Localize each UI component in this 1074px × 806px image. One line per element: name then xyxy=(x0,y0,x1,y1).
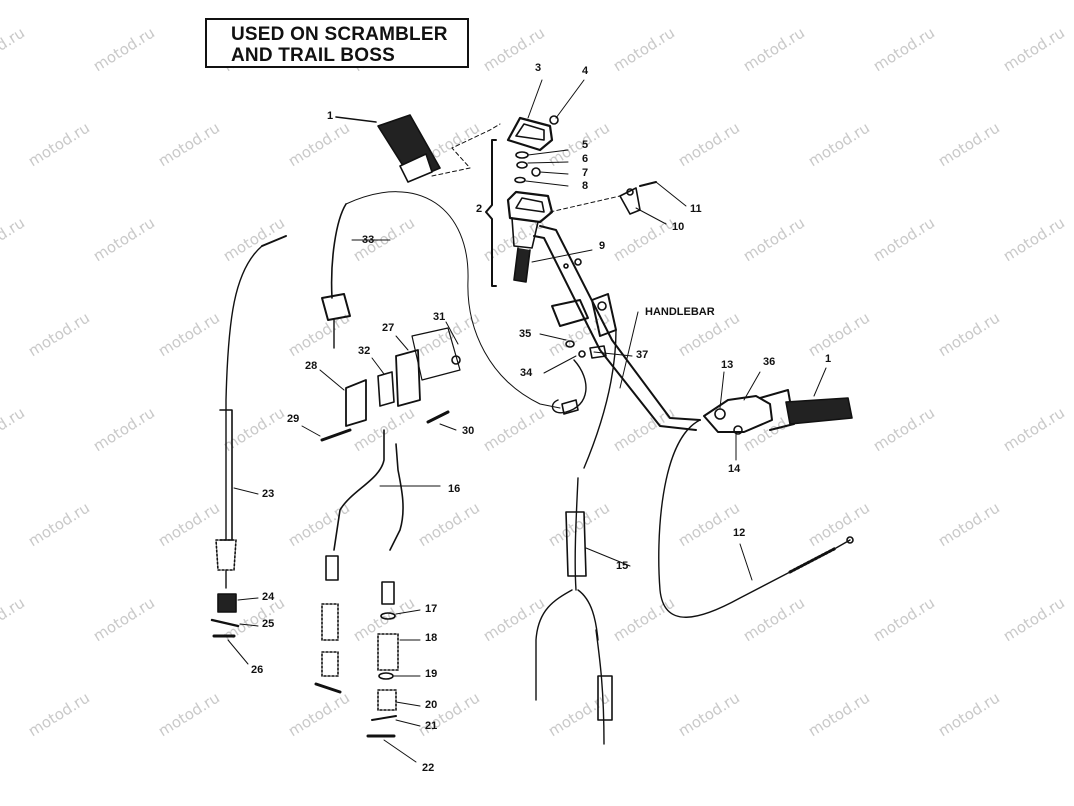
callout-29: 29 xyxy=(287,413,300,425)
callout-34: 34 xyxy=(520,367,533,379)
callout-28: 28 xyxy=(305,360,318,372)
switch-plate-parts xyxy=(319,357,395,427)
callout-16: 16 xyxy=(448,483,461,495)
switch-housing-upper-part xyxy=(506,79,585,152)
callout-14: 14 xyxy=(728,463,741,475)
callout-31: 31 xyxy=(433,311,446,323)
brake-cable-part xyxy=(535,329,631,745)
cable-23 xyxy=(215,235,287,589)
callout-21: 21 xyxy=(425,720,438,732)
callout-35: 35 xyxy=(519,328,532,340)
short-cable-34 xyxy=(551,359,587,414)
callout-17: 17 xyxy=(425,603,438,615)
callout-27: 27 xyxy=(382,322,395,334)
callout-23: 23 xyxy=(262,488,275,500)
callout-5: 5 xyxy=(582,139,589,151)
callout-22: 22 xyxy=(422,762,435,774)
callout-20: 20 xyxy=(425,699,438,711)
callout-1-right-grip: 1 xyxy=(825,353,832,365)
lever-bracket-parts xyxy=(549,181,687,225)
switch-housing-lower-part xyxy=(506,190,593,283)
title-line-2: AND TRAIL BOSS xyxy=(231,45,395,66)
handlebar-label: HANDLEBAR xyxy=(645,306,715,318)
callout-10: 10 xyxy=(672,221,685,233)
housing-plate-parts xyxy=(395,321,461,407)
title-line-1: USED ON SCRAMBLER xyxy=(231,24,448,45)
callout-12: 12 xyxy=(733,527,746,539)
right-grip-assembly xyxy=(703,367,853,461)
callout-1-left-grip: 1 xyxy=(327,110,334,122)
small-hardware-parts xyxy=(514,149,569,187)
left-grip-part xyxy=(335,114,441,183)
callout-36: 36 xyxy=(763,356,776,368)
handlebar-clamp-parts xyxy=(539,293,633,374)
callout-26: 26 xyxy=(251,664,264,676)
callout-32: 32 xyxy=(358,345,371,357)
callout-6: 6 xyxy=(582,153,589,165)
callout-7: 7 xyxy=(582,167,589,179)
callout-24: 24 xyxy=(262,591,275,603)
callout-18: 18 xyxy=(425,632,438,644)
handlebar-part xyxy=(533,225,701,431)
callout-11: 11 xyxy=(690,203,702,215)
upper-cable-33 xyxy=(321,203,391,349)
callout-2: 2 xyxy=(476,203,483,215)
callout-33: 33 xyxy=(362,234,375,246)
callout-37: 37 xyxy=(636,349,649,361)
cable-16-pair xyxy=(314,429,441,694)
title-box: USED ON SCRAMBLER AND TRAIL BOSS xyxy=(205,18,469,68)
callout-4: 4 xyxy=(582,65,589,77)
callout-19: 19 xyxy=(425,668,438,680)
throttle-cable-part xyxy=(658,419,854,618)
callout-15: 15 xyxy=(616,560,629,572)
callout-25: 25 xyxy=(262,618,275,630)
callout-9: 9 xyxy=(599,240,606,252)
callout-13: 13 xyxy=(721,359,734,371)
small-parts-24-26 xyxy=(210,593,259,665)
callout-8: 8 xyxy=(582,180,589,192)
spring-stack-parts xyxy=(366,609,421,763)
callout-30: 30 xyxy=(462,425,475,437)
callout-3: 3 xyxy=(535,62,542,74)
